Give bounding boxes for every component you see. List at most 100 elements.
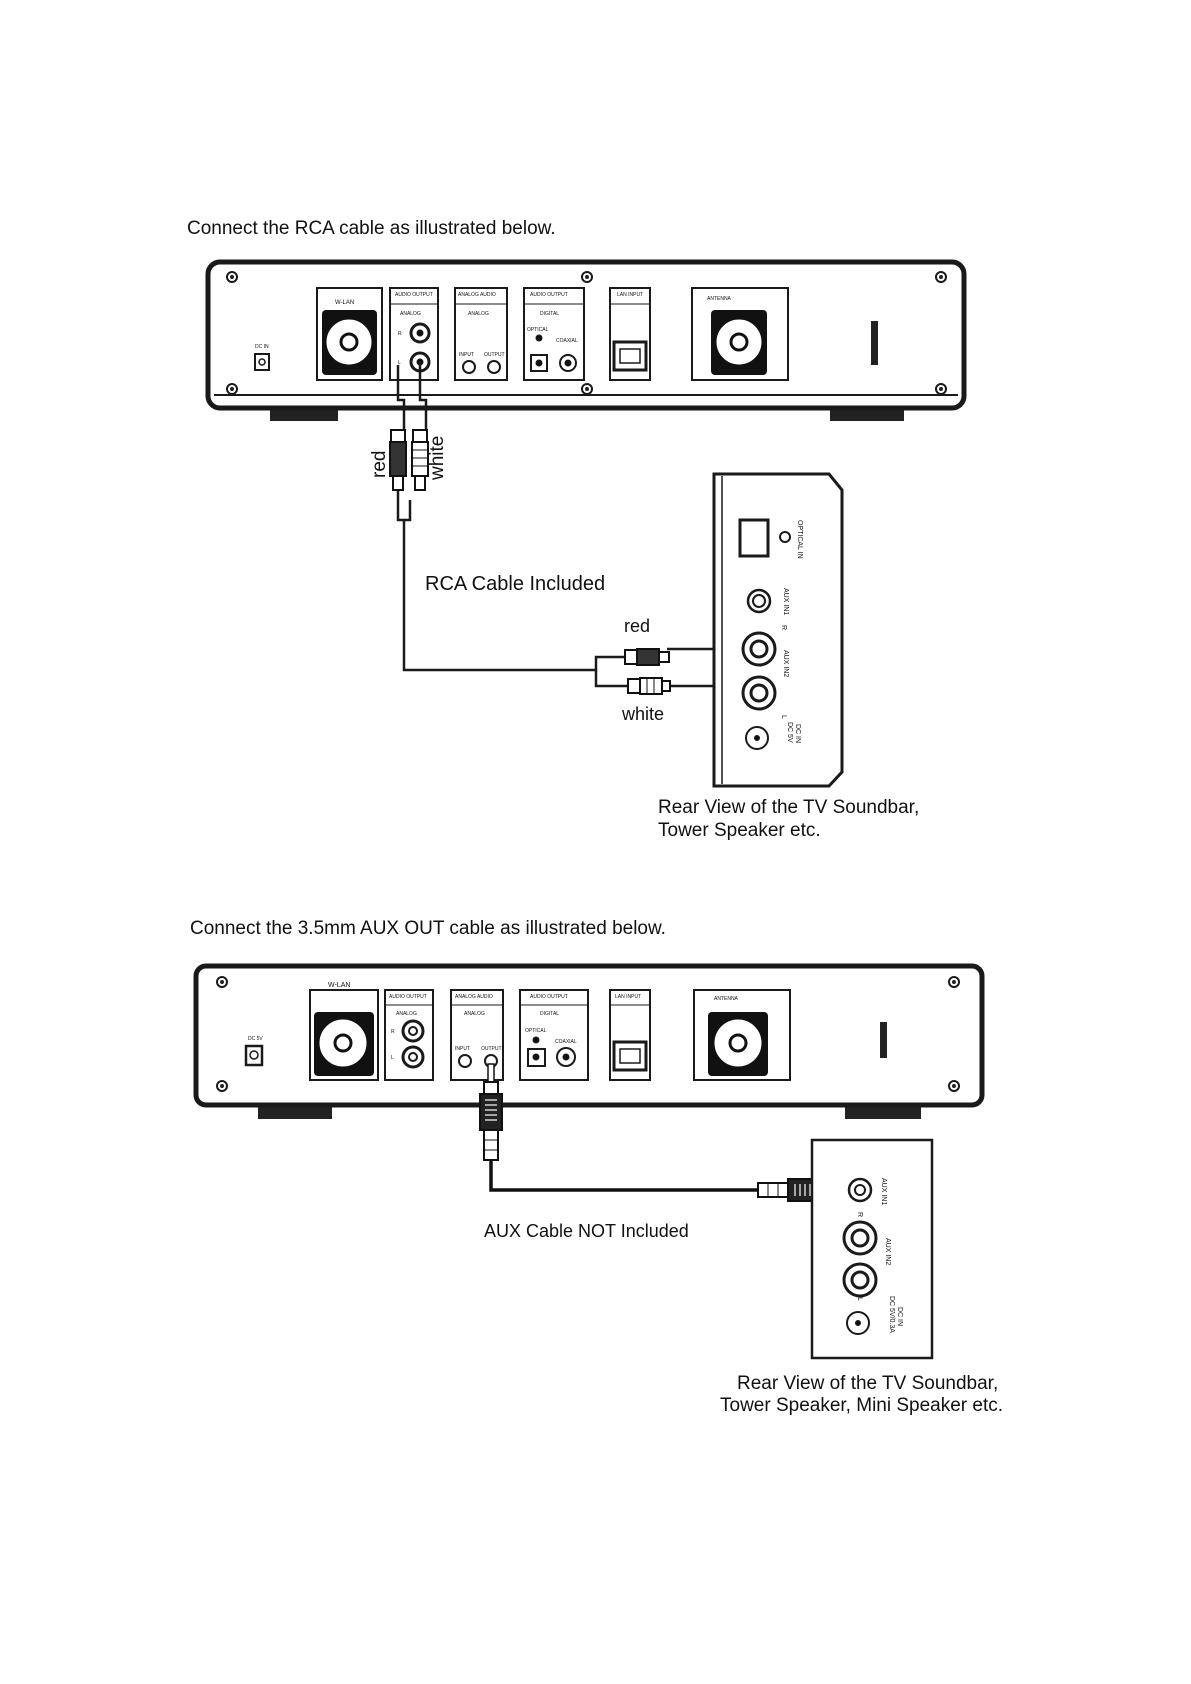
label-input: INPUT bbox=[459, 352, 474, 358]
label-lan-input: LAN INPUT bbox=[617, 292, 643, 298]
label-r-speaker: R bbox=[780, 625, 787, 630]
rca-plug-white-device bbox=[411, 429, 429, 491]
aux-in2-jack-r bbox=[842, 1220, 878, 1256]
analog-audio-panel bbox=[450, 989, 504, 1081]
audio-output-digital-panel bbox=[523, 287, 585, 381]
rca-cable bbox=[396, 362, 752, 688]
label-analog-2: ANALOG bbox=[468, 311, 489, 317]
label-coaxial: COAXIAL bbox=[555, 1039, 577, 1045]
wlan-antenna-port bbox=[309, 989, 379, 1081]
label-optical: OPTICAL bbox=[527, 327, 549, 333]
rear-panel-device-rca bbox=[205, 259, 967, 421]
label-analog: ANALOG bbox=[400, 311, 421, 317]
aux-cable-label: AUX Cable NOT Included bbox=[484, 1221, 689, 1241]
label-lan-input: LAN INPUT bbox=[615, 994, 641, 1000]
label-l-speaker: L bbox=[780, 715, 787, 719]
label-audio-output: AUDIO OUTPUT bbox=[389, 994, 427, 1000]
label-audio-output-digital: AUDIO OUTPUT bbox=[530, 292, 568, 298]
label-l-speaker: L bbox=[856, 1297, 863, 1301]
label-audio-output-digital: AUDIO OUTPUT bbox=[530, 994, 568, 1000]
antenna-port bbox=[691, 287, 789, 381]
label-dc-in-speaker: DC IN bbox=[794, 724, 801, 743]
aux-in2-jack-r bbox=[741, 631, 777, 667]
label-red-vertical: red bbox=[369, 451, 390, 478]
label-dc-in-speaker: DC IN bbox=[896, 1307, 903, 1326]
optical-in-port bbox=[738, 518, 770, 558]
aux-in2-jack-l bbox=[741, 675, 777, 711]
rca-jack-r bbox=[401, 1019, 425, 1043]
rca-jack-l bbox=[401, 1045, 425, 1069]
label-antenna: ANTENNA bbox=[707, 296, 732, 302]
dc-in-jack bbox=[254, 353, 270, 371]
label-aux-in2: AUX IN2 bbox=[782, 650, 789, 677]
lan-input-port bbox=[609, 287, 651, 381]
dc-in-jack-speaker bbox=[846, 1311, 870, 1335]
label-aux-in2: AUX IN2 bbox=[884, 1238, 891, 1265]
label-digital: DIGITAL bbox=[540, 1011, 559, 1017]
device-aux-labels: DC 5V W-LAN AUDIO OUTPUT ANALOG R L ANAL… bbox=[248, 982, 739, 1061]
speaker-rear-rca bbox=[712, 472, 844, 788]
label-dc-in: DC IN bbox=[255, 344, 269, 350]
aux-cable bbox=[479, 1063, 853, 1202]
wlan-antenna-port bbox=[316, 287, 383, 381]
label-dc-rating-speaker: DC 5V bbox=[786, 722, 793, 743]
speaker-aux-labels: AUX IN1 AUX IN2 R L DC IN DC 5V/0.3A bbox=[856, 1178, 903, 1333]
aux-in1-jack bbox=[746, 588, 772, 614]
label-optical-in: OPTICAL IN bbox=[796, 520, 803, 559]
rca-plug-red-speaker bbox=[624, 648, 670, 666]
rca-section-caption: Connect the RCA cable as illustrated bel… bbox=[187, 218, 556, 239]
label-r: R bbox=[391, 1029, 395, 1035]
label-aux-in1: AUX IN1 bbox=[880, 1178, 887, 1205]
aux-in1-jack bbox=[847, 1177, 873, 1203]
analog-audio-panel bbox=[454, 287, 508, 381]
label-output: OUTPUT bbox=[484, 352, 505, 358]
label-output: OUTPUT bbox=[481, 1046, 502, 1052]
speaker-rca-labels: OPTICAL IN AUX IN1 AUX IN2 R L DC IN DC … bbox=[780, 520, 803, 743]
rca-plug-red-device bbox=[389, 429, 407, 491]
label-white-vertical: white bbox=[427, 436, 448, 481]
dc-in-jack-speaker bbox=[745, 726, 769, 750]
label-l: L bbox=[398, 360, 401, 366]
label-audio-output: AUDIO OUTPUT bbox=[395, 292, 433, 298]
label-wlan: W-LAN bbox=[328, 982, 350, 989]
label-optical: OPTICAL bbox=[525, 1028, 547, 1034]
rca-jack-r bbox=[409, 322, 431, 344]
rca-plug-white-speaker bbox=[627, 677, 671, 695]
label-r: R bbox=[398, 331, 402, 337]
audio-output-digital-panel bbox=[519, 989, 589, 1081]
speaker-caption-rca-line2: Tower Speaker etc. bbox=[658, 820, 821, 841]
antenna-port bbox=[693, 989, 791, 1081]
rca-cable-label: RCA Cable Included bbox=[425, 573, 605, 595]
label-r-speaker: R bbox=[856, 1212, 863, 1217]
label-l: L bbox=[391, 1055, 394, 1061]
label-analog-audio: ANALOG AUDIO bbox=[458, 292, 496, 298]
label-red: red bbox=[624, 616, 650, 636]
speaker-caption-rca-line1: Rear View of the TV Soundbar, bbox=[658, 797, 919, 818]
label-antenna: ANTENNA bbox=[714, 996, 739, 1002]
label-white: white bbox=[621, 704, 664, 724]
label-digital: DIGITAL bbox=[540, 311, 559, 317]
speaker-caption-aux-line1: Rear View of the TV Soundbar, bbox=[737, 1373, 998, 1394]
audio-output-analog-panel bbox=[384, 989, 434, 1081]
label-analog-audio: ANALOG AUDIO bbox=[455, 994, 493, 1000]
label-wlan: W-LAN bbox=[335, 300, 354, 306]
audio-output-analog-panel bbox=[389, 287, 439, 381]
speaker-rear-aux bbox=[810, 1138, 934, 1360]
label-analog: ANALOG bbox=[396, 1011, 417, 1017]
label-dc-5v: DC 5V bbox=[248, 1036, 263, 1042]
rear-panel-device-aux bbox=[193, 963, 985, 1119]
speaker-caption-aux-line2: Tower Speaker, Mini Speaker etc. bbox=[720, 1395, 1003, 1416]
lan-input-port bbox=[609, 989, 651, 1081]
aux-section-caption: Connect the 3.5mm AUX OUT cable as illus… bbox=[190, 918, 666, 939]
label-coaxial: COAXIAL bbox=[556, 338, 578, 344]
label-input: INPUT bbox=[455, 1046, 470, 1052]
aux-in2-jack-l bbox=[842, 1262, 878, 1298]
ventilation-slot bbox=[871, 321, 878, 365]
dc-in-jack bbox=[244, 1044, 264, 1067]
label-dc-rating-speaker: DC 5V/0.3A bbox=[888, 1296, 895, 1333]
ventilation-slot bbox=[880, 1022, 887, 1058]
label-analog-2: ANALOG bbox=[464, 1011, 485, 1017]
device-rca-labels: DC IN W-LAN AUDIO OUTPUT ANALOG R L ANAL… bbox=[255, 292, 732, 366]
label-aux-in1: AUX IN1 bbox=[782, 588, 789, 615]
